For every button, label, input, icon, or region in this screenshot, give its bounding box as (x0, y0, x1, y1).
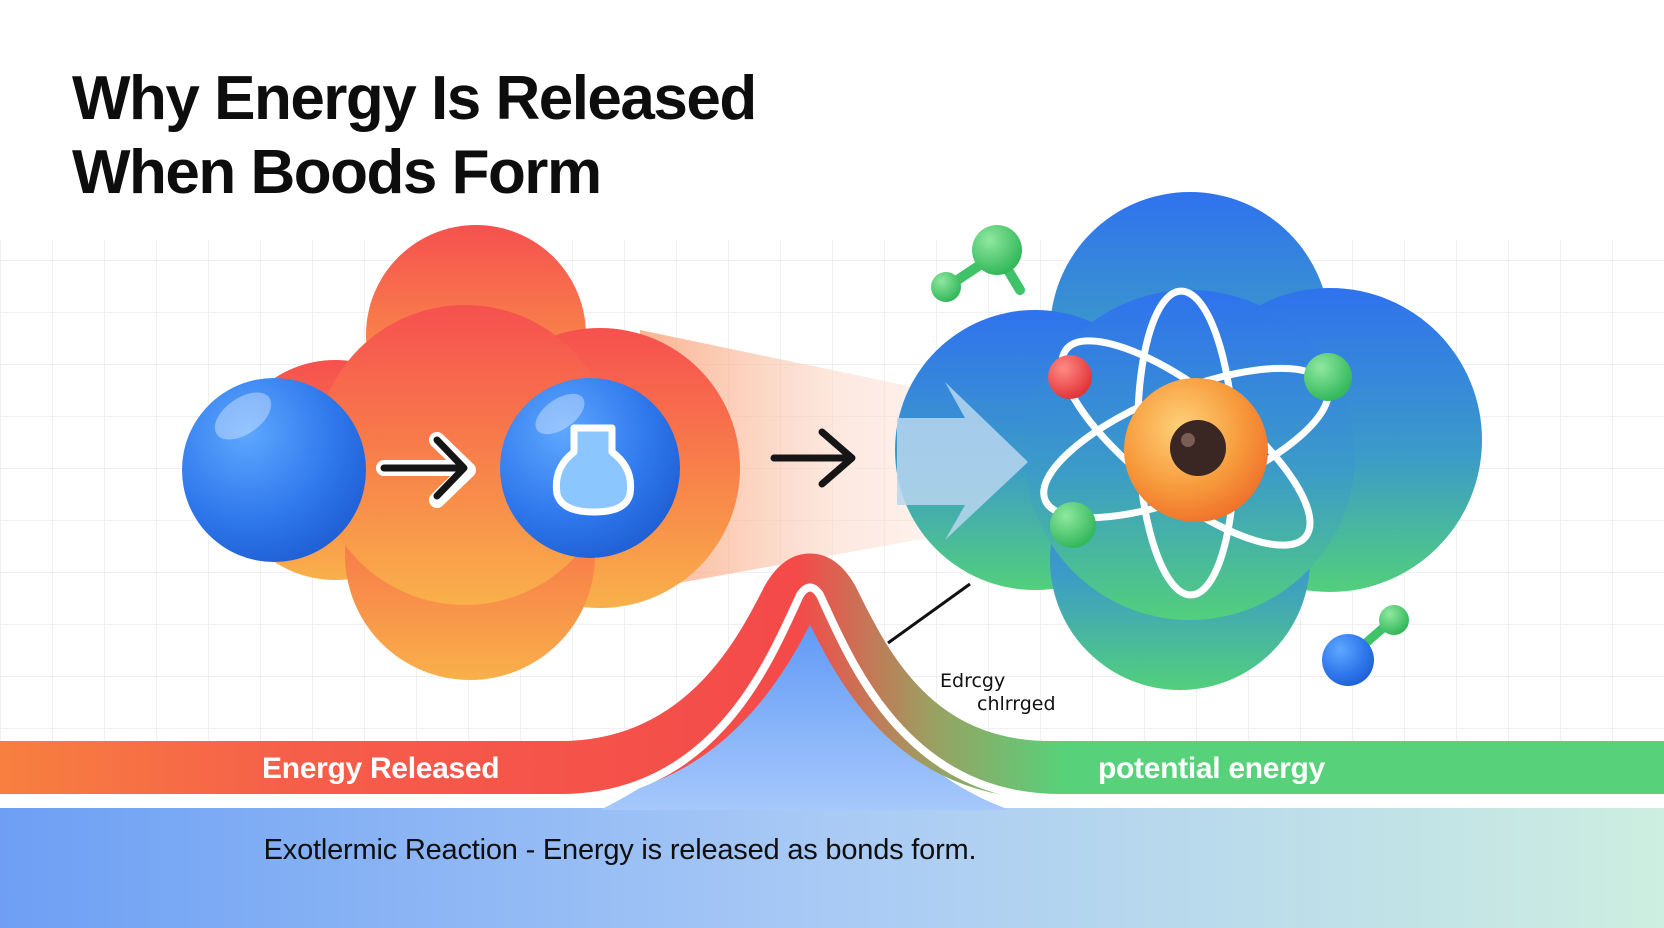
atom-sphere-icon (182, 378, 366, 562)
annotation-pointer (887, 582, 971, 645)
title-line-2: When Boods Form (72, 138, 602, 207)
caption: Exotlermic Reaction - Energy is released… (263, 834, 977, 866)
product-cloud (895, 192, 1482, 690)
energy-released-label: Energy Released (262, 752, 500, 785)
bottom-panel (0, 808, 1664, 928)
energy-curve-edge (0, 583, 1664, 802)
flask-icon (552, 424, 635, 516)
flask-sphere (500, 378, 680, 558)
annotation-line-2: chlrrged (977, 693, 1056, 715)
energy-curve-band (0, 553, 1664, 799)
potential-energy-label: potential energy (1098, 752, 1325, 785)
arrow-right-icon (770, 428, 856, 488)
page-title: Why Energy Is Released When Boods Form (72, 62, 757, 210)
atom-model-icon (1040, 287, 1352, 599)
annotation-line-1: Edrcgy (940, 670, 1006, 692)
molecule-icon (1322, 605, 1409, 686)
arrow-into-product-icon (897, 382, 1028, 540)
title-line-1: Why Energy Is Released (72, 64, 757, 133)
arrow-right-icon (376, 432, 476, 508)
molecule-icon (931, 225, 1025, 302)
